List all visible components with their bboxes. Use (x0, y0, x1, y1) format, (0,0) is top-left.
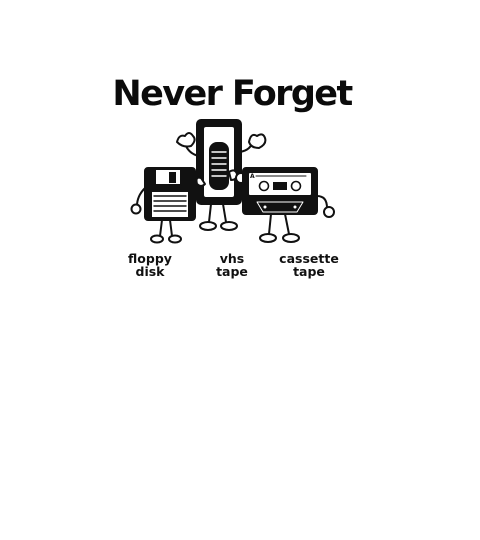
label-floppy-line2: disk (135, 264, 165, 279)
vhs-character (176, 119, 267, 231)
label-cassette-line1: cassette (279, 251, 339, 266)
cassette-character (235, 167, 335, 243)
retro-media-illustration: A (130, 119, 335, 244)
label-vhs-tape: vhs tape (206, 252, 258, 278)
label-floppy-line1: floppy (128, 251, 172, 266)
label-cassette-tape: cassette tape (276, 252, 342, 278)
label-vhs-line2: tape (216, 264, 248, 279)
label-vhs-line1: vhs (219, 251, 245, 266)
title: Never Forget (112, 74, 353, 114)
floppy-character (130, 167, 208, 244)
cassette-side-letter: A (250, 173, 255, 180)
label-cassette-line2: tape (293, 264, 325, 279)
label-floppy-disk: floppy disk (122, 252, 178, 278)
